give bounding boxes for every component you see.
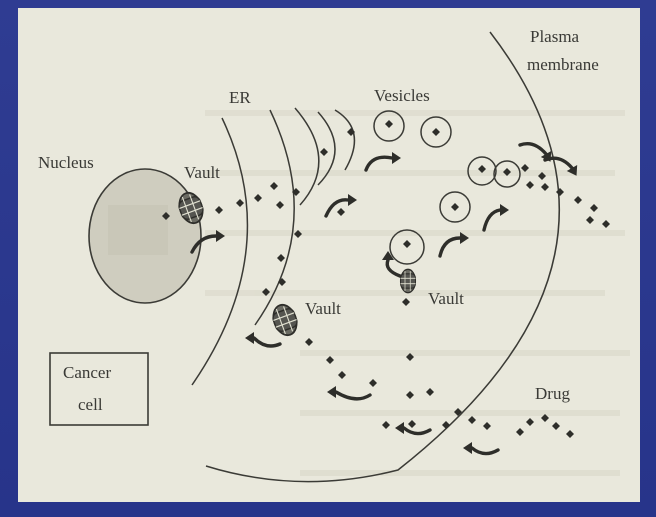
plasma-membrane-label-line2: membrane [527, 55, 599, 74]
plasma-membrane-label-line1: Plasma [530, 27, 580, 46]
cancer-cell-label-line1: Cancer [63, 363, 111, 382]
nucleus-texture [108, 205, 168, 255]
vault-label-er: Vault [305, 299, 341, 318]
cancer-cell-label-line2: cell [78, 395, 103, 414]
drug-label: Drug [535, 384, 570, 403]
nucleus-label: Nucleus [38, 153, 94, 172]
er-label: ER [229, 88, 251, 107]
vault-icon [401, 269, 416, 292]
vault-label-vesicle: Vault [428, 289, 464, 308]
vault-label-nucleus: Vault [184, 163, 220, 182]
vesicles-label: Vesicles [374, 86, 430, 105]
